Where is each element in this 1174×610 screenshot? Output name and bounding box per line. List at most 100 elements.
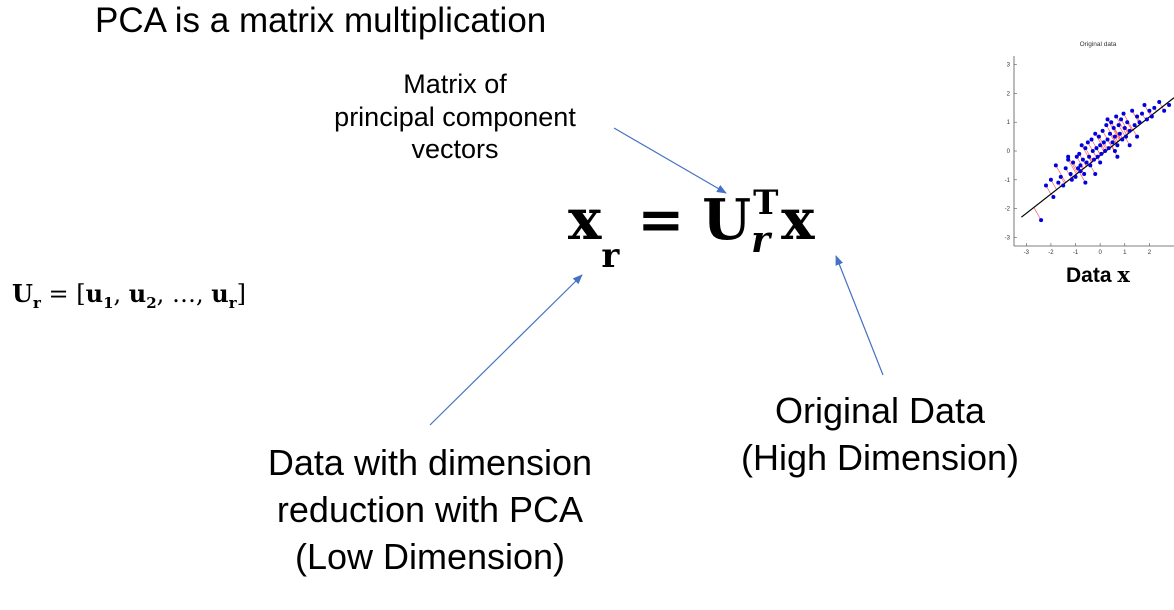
data-point xyxy=(1114,114,1119,119)
chart-title: Original data xyxy=(1080,41,1117,48)
caption-data-word: Data xyxy=(1066,264,1112,287)
data-point xyxy=(1162,108,1167,113)
def-u2: u xyxy=(128,279,147,308)
data-point xyxy=(1112,149,1117,153)
data-point xyxy=(1147,108,1152,113)
def-comma: , xyxy=(156,280,165,308)
data-point xyxy=(1110,140,1115,145)
data-point xyxy=(1124,134,1128,139)
caption-data-symbol: x xyxy=(1117,262,1130,287)
data-point xyxy=(1073,174,1078,179)
y-tick-label: 3 xyxy=(1007,63,1011,69)
data-point xyxy=(1039,218,1044,223)
caption-line: principal component xyxy=(334,101,576,132)
equation-x: x xyxy=(781,187,815,253)
equation-u-superscript: T xyxy=(753,183,779,223)
data-point xyxy=(1115,143,1120,148)
def-ellipsis: … xyxy=(171,280,196,308)
caption-reduced-data: Data with dimension reduction with PCA (… xyxy=(200,440,660,580)
data-point xyxy=(1080,157,1085,162)
data-point xyxy=(1112,134,1117,139)
data-point xyxy=(1109,120,1114,125)
data-point xyxy=(1152,105,1157,110)
data-point xyxy=(1085,140,1090,145)
x-tick-label: -2 xyxy=(1048,250,1054,256)
data-point xyxy=(1135,114,1140,119)
data-point xyxy=(1094,146,1099,151)
data-point xyxy=(1066,154,1071,159)
data-point xyxy=(1127,128,1132,133)
caption-line: vectors xyxy=(411,134,499,165)
projection-line xyxy=(1110,122,1122,140)
caption-line: Matrix of xyxy=(403,69,507,99)
caption-line: (High Dimension) xyxy=(740,436,1020,478)
data-point xyxy=(1121,111,1126,116)
data-point xyxy=(1108,131,1112,136)
data-point xyxy=(1079,143,1084,148)
caption-original-data: Original Data (High Dimension) xyxy=(690,388,1070,482)
y-tick-label: -3 xyxy=(1005,235,1011,241)
def-close-bracket: ] xyxy=(236,280,246,308)
data-point xyxy=(1077,151,1082,156)
data-point xyxy=(1116,123,1121,128)
data-point xyxy=(1120,137,1125,142)
caption-line: Data with dimension xyxy=(267,442,593,483)
data-point xyxy=(1096,134,1101,139)
data-point xyxy=(1140,111,1144,116)
data-point xyxy=(1144,117,1149,122)
data-point xyxy=(1130,108,1135,113)
data-point xyxy=(1105,117,1110,122)
projection-line xyxy=(1113,127,1121,140)
data-point xyxy=(1084,160,1089,165)
data-point xyxy=(1103,149,1108,153)
caption-line: Original Data xyxy=(774,390,986,431)
data-point xyxy=(1104,123,1109,128)
data-point xyxy=(1061,183,1066,188)
data-point xyxy=(1048,177,1053,182)
data-point xyxy=(1058,174,1063,179)
projection-line xyxy=(1085,147,1094,162)
projection-line xyxy=(1067,159,1077,175)
def-comma: , xyxy=(195,280,204,308)
def-u1-subscript: 1 xyxy=(103,294,114,312)
data-point xyxy=(1115,154,1120,159)
caption-matrix-of-principal-components: Matrix of principal component vectors xyxy=(290,68,620,166)
data-point xyxy=(1127,143,1132,148)
y-tick-label: 2 xyxy=(1007,91,1011,97)
page-title: PCA is a matrix multiplication xyxy=(95,1,547,40)
data-point xyxy=(1069,177,1074,182)
def-u2-subscript: 2 xyxy=(146,294,157,312)
data-point xyxy=(1119,117,1124,122)
data-point xyxy=(1063,166,1068,171)
data-point xyxy=(1100,128,1105,133)
caption-line: (Low Dimension) xyxy=(294,535,566,577)
x-tick-label: 0 xyxy=(1098,250,1102,256)
def-equals: = xyxy=(48,280,69,308)
data-point xyxy=(1088,163,1093,168)
data-point xyxy=(1087,154,1092,159)
data-point xyxy=(1099,151,1104,156)
data-point xyxy=(1106,146,1111,151)
projection-line xyxy=(1118,124,1126,137)
x-tick-label: -3 xyxy=(1024,250,1030,256)
projection-line xyxy=(1055,165,1066,183)
def-open-bracket: [ xyxy=(76,280,86,308)
x-tick-label: 2 xyxy=(1148,250,1152,256)
data-point xyxy=(1093,131,1098,136)
data-point xyxy=(1089,137,1094,142)
data-point xyxy=(1125,120,1130,125)
arrow-to-reduced-x xyxy=(429,274,583,426)
equation-u-subscript: r xyxy=(751,219,771,261)
data-point xyxy=(1082,172,1087,177)
data-point xyxy=(1098,143,1103,148)
data-point xyxy=(1101,140,1106,145)
projection-line xyxy=(1078,171,1086,183)
def-ur-subscript: r xyxy=(228,294,237,312)
data-point xyxy=(1149,114,1154,119)
def-u1: u xyxy=(85,279,104,308)
x-tick-label: 1 xyxy=(1123,250,1127,256)
